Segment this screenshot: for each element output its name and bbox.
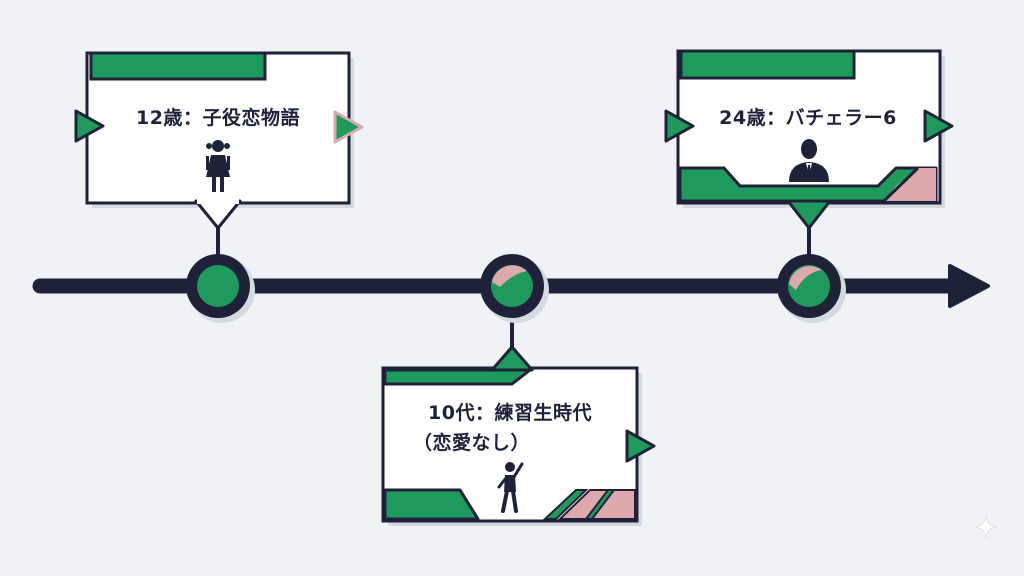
card-header-bar (383, 368, 532, 386)
card-footer-accent (884, 168, 936, 201)
card-pointer (786, 199, 832, 230)
timeline-node-10s (480, 254, 549, 323)
card-pointer (194, 199, 242, 230)
waving-person-icon (497, 462, 524, 513)
event-card-10s (381, 318, 656, 526)
card-header-bar (679, 49, 856, 80)
left-arrow-icon (74, 109, 105, 143)
left-arrow-icon (664, 109, 695, 143)
timeline-node-24 (777, 254, 846, 323)
event-label-10s-line2: （恋愛なし） (413, 432, 531, 454)
event-label-12: 12歳：子役恋物語 (136, 107, 300, 129)
card-header-bar (89, 51, 267, 81)
girl-figure-icon (206, 140, 230, 192)
event-card-24 (664, 49, 954, 258)
right-arrow-icon (333, 110, 364, 144)
card-footer-band (678, 166, 938, 203)
sparkle-icon (974, 515, 998, 539)
event-label-10s: 10代：練習生時代 （恋愛なし） (383, 398, 637, 458)
event-card-12 (74, 51, 364, 258)
event-label-24: 24歳：バチェラー6 (719, 107, 897, 129)
right-arrow-icon (923, 109, 954, 143)
axis-arrowhead (948, 264, 990, 308)
card-footer-band (542, 489, 589, 520)
businessman-icon (789, 139, 829, 182)
timeline-node-12 (186, 254, 255, 323)
right-arrow-icon (625, 429, 656, 463)
event-label-10s-line1: 10代：練習生時代 (428, 402, 592, 424)
card-pointer (490, 345, 534, 372)
card-footer-band (383, 488, 480, 521)
